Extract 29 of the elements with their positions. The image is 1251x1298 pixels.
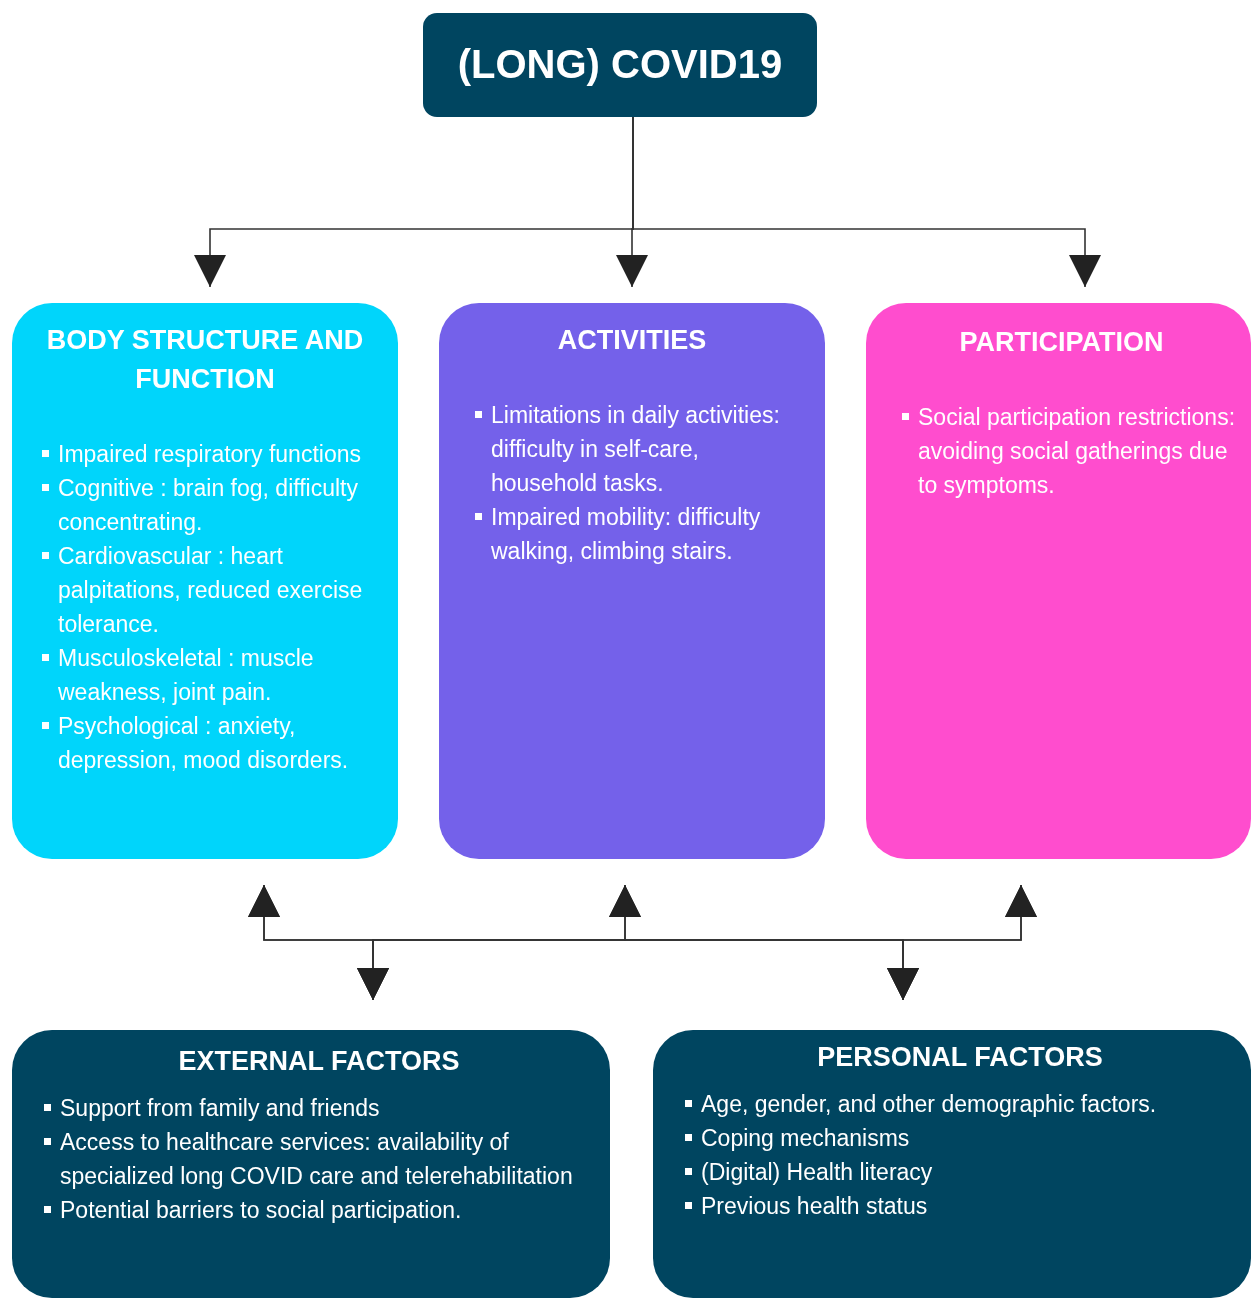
bullet-item: Support from family and friends (42, 1091, 596, 1126)
arrow (887, 884, 1037, 1001)
bullet-item: Impaired mobility: difficulty walking, climbing stairs. (473, 500, 805, 569)
bullet-item: Age, gender, and other demographic factors. (683, 1087, 1237, 1122)
heading: (LONG) COVID19 (456, 41, 784, 88)
bullet-item: Psychological : anxiety, depression, mood disorders. (40, 709, 384, 778)
bullet-item: Previous health status (683, 1189, 1237, 1224)
component-card (866, 303, 1251, 859)
heading: PARTICIPATION (958, 326, 1165, 359)
bullet-item: Cognitive : brain fog, difficulty concentrating. (40, 471, 384, 540)
component-card (439, 303, 825, 859)
heading: EXTERNAL FACTORS (177, 1045, 461, 1078)
bullet-item: Access to healthcare services: availability of specialized long COVID care and telerehabilitation (42, 1125, 596, 1194)
heading: PERSONAL FACTORS (816, 1041, 1104, 1074)
bullet-item: Social participation restrictions: avoiding social gatherings due to symptoms. (900, 400, 1237, 503)
bullet-item: (Digital) Health literacy (683, 1155, 1237, 1190)
bullet-item: Impaired respiratory functions (40, 437, 384, 472)
title-box (423, 13, 817, 117)
bullet-item: Musculoskeletal : muscle weakness, joint pain. (40, 641, 384, 710)
heading: BODY STRUCTURE AND FUNCTION (45, 324, 365, 397)
bullet-item: Coping mechanisms (683, 1121, 1237, 1156)
bullet-item: Limitations in daily activities: difficulty in self-care, household tasks. (473, 398, 805, 501)
factor-card (12, 1030, 610, 1298)
heading: ACTIVITIES (556, 324, 708, 357)
component-card (12, 303, 398, 859)
bullet-item: Cardiovascular : heart palpitations, reduced exercise tolerance. (40, 539, 384, 642)
factor-card (653, 1030, 1251, 1298)
arrow (632, 116, 1101, 288)
bullet-item: Potential barriers to social participation. (42, 1193, 596, 1228)
